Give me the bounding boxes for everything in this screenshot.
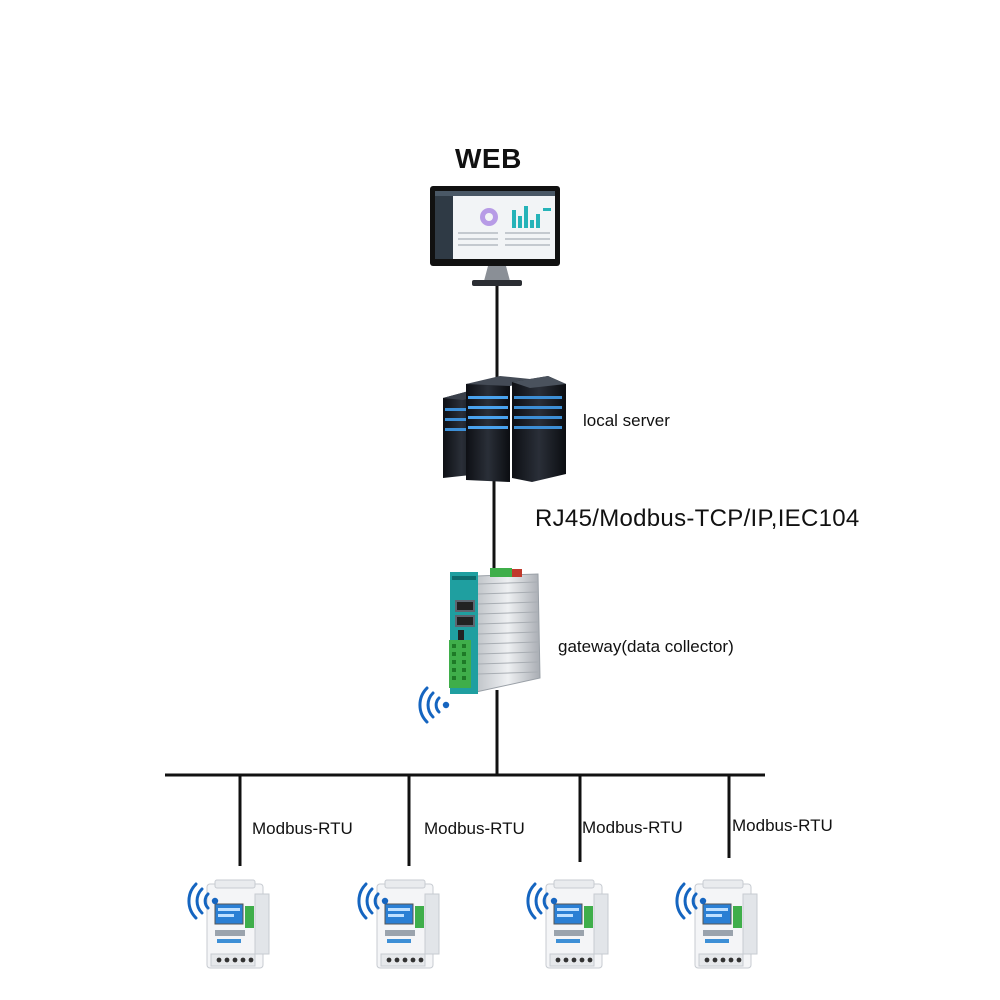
gateway-label: gateway(data collector): [558, 637, 734, 656]
energy-meter-icon: [545, 879, 609, 969]
network-protocol-label: RJ45/Modbus-TCP/IP,IEC104: [535, 505, 860, 532]
wifi-signal-icon: [418, 686, 451, 724]
gateway-device-icon: [449, 568, 541, 694]
server-label: local server: [583, 411, 670, 430]
meter-protocol-label: Modbus-RTU: [252, 819, 353, 838]
web-title: WEB: [455, 143, 522, 174]
meter-protocol-label: Modbus-RTU: [732, 816, 833, 835]
server-rack-icon: [443, 376, 566, 482]
meter-protocol-label: Modbus-RTU: [424, 819, 525, 838]
energy-meter-icon: [376, 879, 440, 969]
energy-meter-icon: [694, 879, 758, 969]
monitor-icon: [430, 186, 560, 286]
connection-lines: [165, 286, 765, 866]
energy-meter-icon: [206, 879, 270, 969]
meter-protocol-label: Modbus-RTU: [582, 818, 683, 837]
